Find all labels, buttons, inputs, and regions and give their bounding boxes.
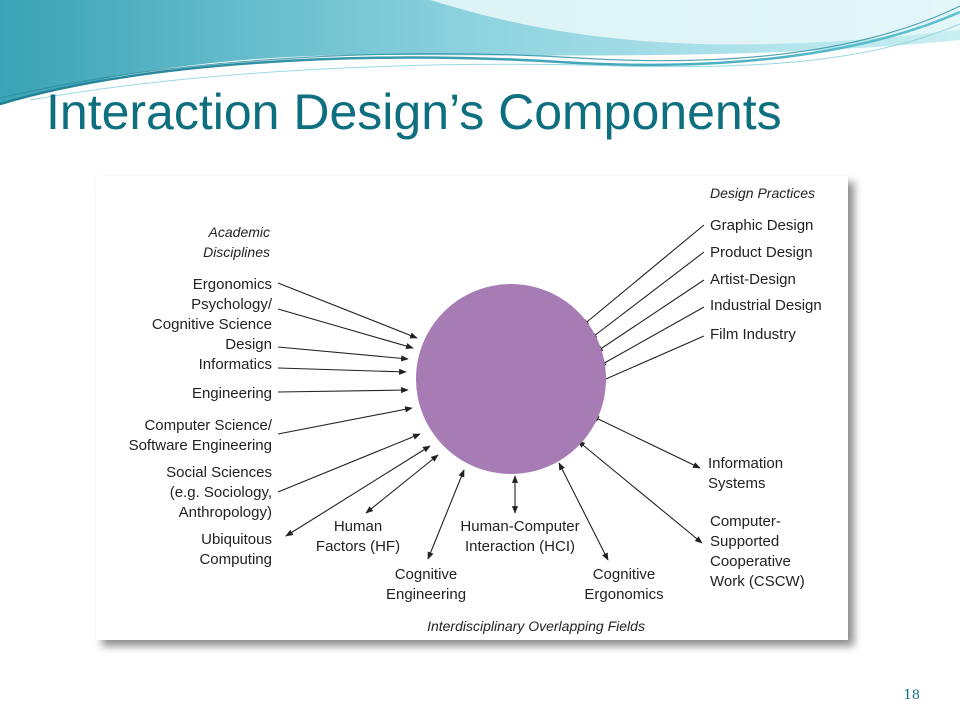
practice-graphic-design-label-line: Graphic Design (710, 217, 813, 234)
discipline-computer-science-label-line: Software Engineering (129, 437, 272, 454)
discipline-computer-science-label: Computer Science/Software Engineering (129, 417, 273, 454)
arrow-social-sciences (277, 433, 421, 493)
wave-banner (0, 0, 960, 106)
arrow-artist-design (595, 279, 705, 353)
design-practices-heading-line: Design Practices (710, 185, 815, 201)
slide-title: Interaction Design’s Components (46, 84, 782, 140)
discipline-ergonomics-label: Ergonomics (193, 276, 272, 293)
field-cognitive-engineering-label-line: Engineering (386, 586, 466, 603)
field-cognitive-ergonomics-label-line: Ergonomics (584, 586, 663, 603)
practice-graphic-design-label: Graphic Design (710, 217, 813, 234)
arrow-computer (577, 440, 703, 544)
diagram-figure: InteractionDesignAcademicDisciplinesDesi… (96, 176, 848, 640)
field-human-computer-interaction-hci-label-line: Interaction (HCI) (465, 538, 575, 555)
practice-artist-design-label-line: Artist-Design (710, 271, 796, 288)
interaction-design-diagram: InteractionDesignAcademicDisciplinesDesi… (129, 185, 822, 634)
practice-film-industry-label: Film Industry (710, 326, 796, 343)
arrow-film-industry (598, 335, 705, 383)
arrow-ergonomics (277, 282, 418, 339)
arrow-cognitive-engineering (427, 469, 465, 560)
arrow-cognitive-ergonomics (558, 462, 609, 561)
discipline-design-label-line: Design (225, 336, 272, 353)
practice-information-label-line: Systems (708, 475, 766, 492)
discipline-informatics-label-line: Informatics (199, 356, 272, 373)
discipline-psychology-label-line: Cognitive Science (152, 316, 272, 333)
practice-product-design-label-line: Product Design (710, 244, 813, 261)
overlapping-fields-heading-line: Interdisciplinary Overlapping Fields (427, 618, 645, 634)
field-human-factors-hf-label-line: Factors (HF) (316, 538, 400, 555)
field-human-factors-hf-label-line: Human (334, 518, 382, 535)
practice-industrial-design-label: Industrial Design (710, 297, 822, 314)
discipline-social-sciences-label-line: Anthropology) (179, 504, 272, 521)
discipline-social-sciences-label: Social Sciences (e.g. Sociology, Anthropol… (166, 464, 272, 521)
arrow-informatics (277, 367, 407, 375)
practice-computer-label-line: Cooperative (710, 553, 791, 570)
arrow-computer-science (277, 406, 413, 435)
interaction-design-circle (416, 284, 606, 474)
discipline-social-sciences-label-line: Social Sciences (166, 464, 272, 481)
discipline-ubiquitous-label-line: Computing (199, 551, 272, 568)
field-human-computer-interaction-hci-label-line: Human-Computer (460, 518, 579, 535)
arrow-psychology (277, 308, 414, 350)
practice-computer-label-line: Work (CSCW) (710, 573, 805, 590)
discipline-engineering-label-line: Engineering (192, 385, 272, 402)
arrow-information (591, 415, 701, 469)
arrow-engineering (277, 387, 409, 394)
arrow-design (277, 346, 409, 362)
discipline-design-label: Design (225, 336, 272, 353)
discipline-ergonomics-label-line: Ergonomics (193, 276, 272, 293)
discipline-ubiquitous-label-line: Ubiquitous (201, 531, 272, 548)
design-practices-heading: Design Practices (710, 185, 815, 201)
discipline-informatics-label: Informatics (199, 356, 272, 373)
arrow-industrial-design (598, 306, 705, 367)
field-cognitive-ergonomics-label-line: Cognitive (593, 566, 656, 583)
slide-number: 18 (903, 688, 920, 703)
discipline-engineering-label: Engineering (192, 385, 272, 402)
practice-industrial-design-label-line: Industrial Design (710, 297, 822, 314)
arrow-graphic-design (581, 224, 705, 327)
field-cognitive-engineering-label-line: Cognitive (395, 566, 458, 583)
overlapping-fields-heading: Interdisciplinary Overlapping Fields (427, 618, 645, 634)
arrow-human-factors-hf (365, 454, 439, 514)
practice-artist-design-label: Artist-Design (710, 271, 796, 288)
discipline-psychology-label-line: Psychology/ (191, 296, 273, 313)
practice-product-design-label: Product Design (710, 244, 813, 261)
academic-disciplines-heading-line: Disciplines (203, 244, 270, 260)
practice-computer-label-line: Supported (710, 533, 779, 550)
practice-film-industry-label-line: Film Industry (710, 326, 796, 343)
practice-information-label-line: Information (708, 455, 783, 472)
arrow-product-design (589, 251, 705, 340)
practice-computer-label-line: Computer- (710, 513, 781, 530)
discipline-psychology-label: Psychology/Cognitive Science (152, 296, 273, 333)
academic-disciplines-heading-line: Academic (208, 224, 270, 240)
discipline-computer-science-label-line: Computer Science/ (144, 417, 272, 434)
discipline-social-sciences-label-line: (e.g. Sociology, (170, 484, 272, 501)
